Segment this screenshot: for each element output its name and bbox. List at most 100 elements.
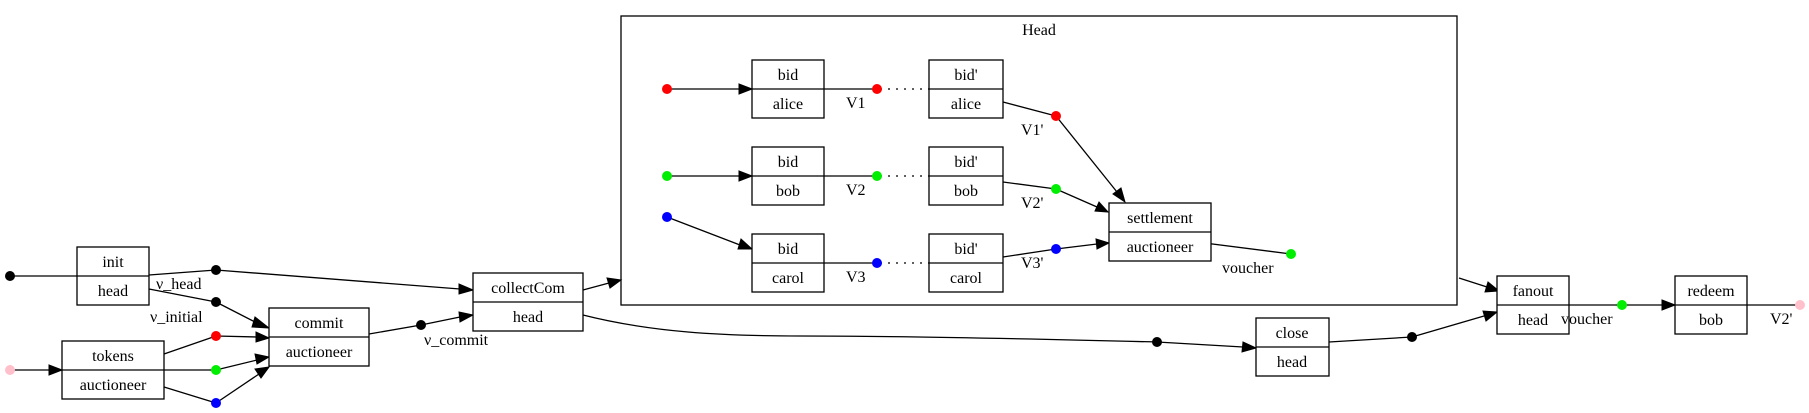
- dot-bob-in: [662, 171, 672, 181]
- node-collectcom[interactable]: collectCom head: [472, 272, 584, 332]
- node-close-bottom: head: [1277, 354, 1307, 371]
- node-redeem[interactable]: redeem bob: [1674, 275, 1748, 335]
- arrow-v2p-settlement: [1094, 201, 1110, 213]
- label-v1: V1: [846, 95, 866, 112]
- dot-v-initial: [211, 297, 221, 307]
- head-cluster: [620, 15, 1458, 306]
- edge-cluster-fanout: [1458, 277, 1488, 288]
- node-settlement-bottom: auctioneer: [1127, 239, 1194, 256]
- node-tokens-top: tokens: [92, 348, 134, 365]
- node-bid-bob[interactable]: bid bob: [751, 146, 825, 206]
- edge-red-commit: [215, 335, 258, 338]
- node-bidprime-carol[interactable]: bid' carol: [928, 233, 1004, 293]
- dot-voucher-fanout: [1617, 300, 1627, 310]
- node-close-top: close: [1276, 325, 1309, 342]
- node-bid-carol-bottom: carol: [772, 270, 805, 287]
- node-bidprime-bob[interactable]: bid' bob: [928, 146, 1004, 206]
- node-fanout[interactable]: fanout head: [1496, 275, 1570, 335]
- edge-dot-fanout: [1411, 315, 1485, 338]
- dot-v1: [872, 84, 882, 94]
- node-bid-alice-top: bid: [778, 67, 798, 84]
- dot-v3: [872, 258, 882, 268]
- arrow-v3p-settlement: [1095, 238, 1111, 250]
- dot-start-pink: [5, 365, 15, 375]
- node-tokens[interactable]: tokens auctioneer: [61, 340, 165, 400]
- edge-close-dot: [1328, 336, 1413, 343]
- arrow-vcommit-collectcom: [458, 311, 475, 323]
- dot-v2: [872, 171, 882, 181]
- dot-voucher-settle: [1286, 249, 1296, 259]
- head-cluster-label: Head: [1022, 22, 1056, 39]
- node-redeem-bottom: bob: [1699, 312, 1723, 329]
- edge-commit-vcommit: [368, 324, 422, 335]
- arrow-pink-tokens: [48, 364, 64, 376]
- edge-init-vinitial: [148, 288, 217, 303]
- node-commit-bottom: auctioneer: [286, 344, 353, 361]
- node-close[interactable]: close head: [1255, 317, 1330, 377]
- edge-bidpalice-v1p: [1002, 101, 1057, 117]
- dot-v2p: [1051, 184, 1061, 194]
- label-v2: V2: [846, 182, 866, 199]
- label-v3p: V3': [1021, 255, 1044, 272]
- node-collectcom-top: collectCom: [491, 280, 565, 297]
- edge-v3p-settlement: [1055, 243, 1098, 250]
- edge-bidpbob-v2p: [1002, 181, 1057, 190]
- arrow-collectcom-cluster: [606, 277, 623, 289]
- edge-collectcom-closedot: [582, 314, 1158, 343]
- arrow-blue-bidcarol: [737, 238, 754, 250]
- edge-blue-bidcarol: [666, 216, 741, 246]
- node-collectcom-bottom: head: [513, 309, 543, 326]
- arrow-green-bidbob: [738, 170, 754, 182]
- dot-v-commit: [416, 320, 426, 330]
- dot-v1p: [1051, 111, 1061, 121]
- label-v2p-out: V2': [1770, 311, 1793, 328]
- node-settlement[interactable]: settlement auctioneer: [1108, 202, 1212, 262]
- node-bid-bob-bottom: bob: [776, 183, 800, 200]
- label-v-commit: ν_commit: [424, 332, 489, 349]
- node-bidprime-carol-top: bid': [954, 241, 977, 258]
- dot-token-red: [211, 331, 221, 341]
- dot-carol-in: [662, 212, 672, 222]
- arrow-vhead-collectcom: [458, 283, 475, 295]
- edge-init-vhead: [148, 269, 217, 276]
- label-v3: V3: [846, 269, 866, 286]
- label-voucher-settle: voucher: [1222, 260, 1274, 277]
- dot-end-pink: [1795, 300, 1805, 310]
- dot-close-in: [1152, 337, 1162, 347]
- arrow-blue-commit: [254, 366, 271, 379]
- node-bid-carol-top: bid: [778, 241, 798, 258]
- arrow-red-bidalice: [738, 83, 754, 95]
- label-v-head: ν_head: [156, 276, 201, 293]
- arrow-closedot-close: [1241, 341, 1258, 353]
- arrow-green-redeem: [1661, 299, 1677, 311]
- node-commit[interactable]: commit auctioneer: [268, 307, 370, 367]
- edge-vinitial-commit: [215, 301, 258, 324]
- label-voucher-fanout: voucher: [1561, 311, 1613, 328]
- node-commit-top: commit: [295, 315, 344, 332]
- edge-v1p-settlement: [1055, 115, 1118, 193]
- arrow-cluster-fanout: [1484, 281, 1501, 293]
- node-settlement-top: settlement: [1127, 210, 1193, 227]
- node-redeem-top: redeem: [1687, 283, 1735, 300]
- node-bidprime-alice-bottom: alice: [951, 96, 981, 113]
- node-bidprime-carol-bottom: carol: [950, 270, 983, 287]
- edge-closedot-close: [1156, 341, 1244, 348]
- label-v-initial: ν_initial: [150, 309, 203, 326]
- edge-vhead-collectcom: [215, 269, 461, 290]
- edge-blue-commit: [215, 373, 260, 404]
- edge-tokens-red: [163, 335, 217, 355]
- dot-start-black: [5, 271, 15, 281]
- arrow-dot-fanout: [1482, 310, 1499, 322]
- dot-v-head: [211, 265, 221, 275]
- node-init[interactable]: init head: [76, 246, 150, 306]
- node-bid-carol[interactable]: bid carol: [751, 233, 825, 293]
- edge-green-commit: [215, 359, 258, 371]
- arrow-red-commit: [255, 331, 271, 343]
- edge-collectcom-cluster: [582, 282, 610, 291]
- node-bidprime-alice[interactable]: bid' alice: [928, 59, 1004, 119]
- node-bid-alice[interactable]: bid alice: [751, 59, 825, 119]
- dot-token-blue: [211, 398, 221, 408]
- node-fanout-bottom: head: [1518, 312, 1548, 329]
- node-bid-alice-bottom: alice: [773, 96, 803, 113]
